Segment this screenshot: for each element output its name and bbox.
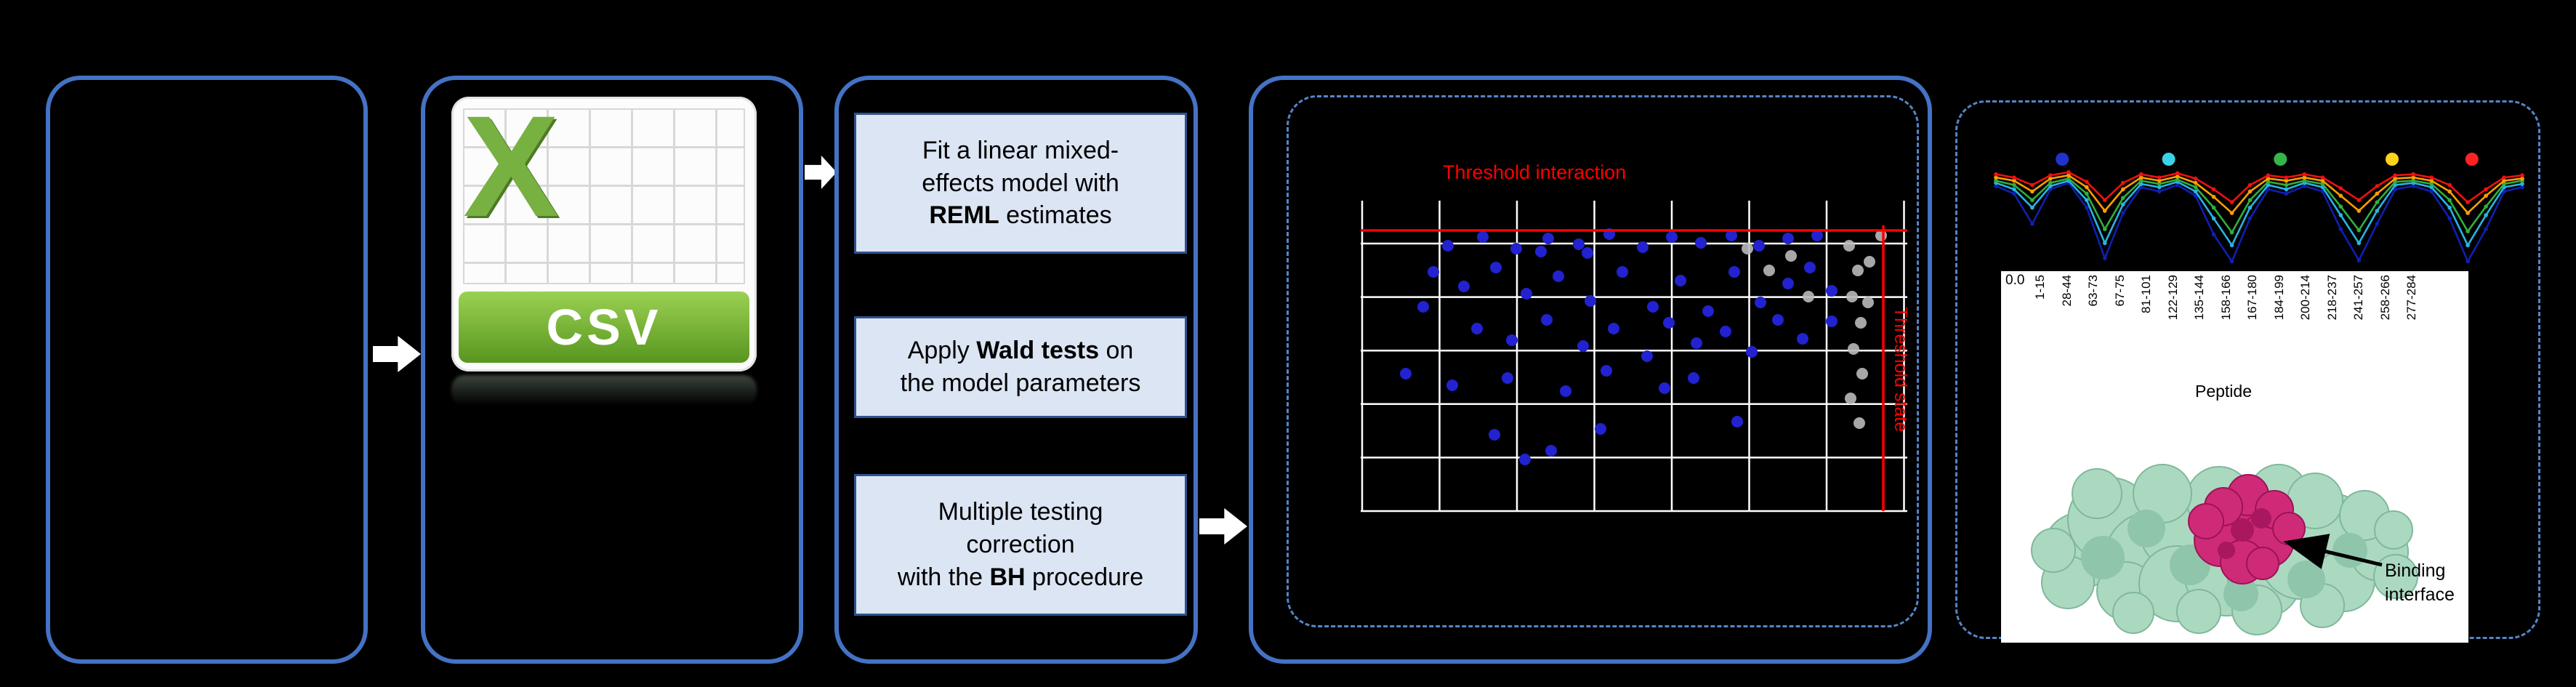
right-arrow-icon bbox=[805, 156, 837, 189]
csv-ribbon: CSV bbox=[459, 292, 749, 363]
peptide-tick-label: 184-199 bbox=[2271, 275, 2286, 321]
panel-peptide-visualization: 0.0 1-15 28-44 63-73 67-75 81-101 122-129 135-… bbox=[1955, 100, 2540, 643]
dashed-frame bbox=[1287, 95, 1919, 627]
threshold-interaction-label: Threshold interaction bbox=[1443, 161, 1627, 183]
peptide-tick-label: 167-180 bbox=[2245, 275, 2259, 321]
timepoint-dot-icon bbox=[2465, 153, 2479, 166]
deuteration-profile-chart bbox=[1994, 153, 2524, 264]
csv-file-icon: X CSV bbox=[451, 86, 757, 371]
protein-structure-image bbox=[2031, 464, 2418, 635]
binding-site-shading bbox=[2218, 508, 2271, 559]
right-arrow-icon bbox=[373, 336, 421, 372]
panel-csv-file: X CSV bbox=[421, 76, 803, 664]
binding-interface-label: Binding interface bbox=[2385, 559, 2468, 606]
timepoint-dot-icon bbox=[2162, 153, 2175, 166]
peptide-tick-label: 67-75 bbox=[2112, 275, 2127, 307]
peptide-tick-label: 1-15 bbox=[2033, 275, 2047, 300]
panel-global-visualization: Threshold interaction Threshold state bbox=[1249, 76, 1932, 664]
peptide-tick-label: 135-144 bbox=[2192, 275, 2206, 321]
timepoint-dot-icon bbox=[2386, 153, 2399, 166]
flow-text-line: the model parameters bbox=[900, 369, 1141, 397]
peptide-tick-label: 81-101 bbox=[2139, 275, 2153, 313]
flow-text-line: Apply Wald tests on bbox=[907, 337, 1134, 365]
flow-text-line: REML estimates bbox=[929, 201, 1112, 230]
timepoint-dot-icon bbox=[2056, 153, 2069, 166]
flow-step-reml: Fit a linear mixed- effects model with R… bbox=[854, 113, 1187, 254]
flow-text-line: effects model with bbox=[922, 169, 1119, 197]
flow-text-line: correction bbox=[966, 531, 1075, 559]
csv-reflection bbox=[451, 375, 757, 406]
flow-text-line: with the BH procedure bbox=[897, 563, 1144, 591]
peptide-axis-and-structure: 0.0 1-15 28-44 63-73 67-75 81-101 122-129 135-… bbox=[2001, 271, 2468, 643]
peptide-tick-label: 241-257 bbox=[2351, 275, 2365, 321]
scatter-plot: Threshold state bbox=[1361, 201, 1907, 513]
csv-label: CSV bbox=[546, 299, 662, 355]
flow-step-bh: Multiple testing correction with the BH … bbox=[854, 474, 1187, 616]
peptide-tick-label: 28-44 bbox=[2059, 275, 2074, 307]
peptide-tick-label: 158-166 bbox=[2218, 275, 2233, 321]
peptide-tick-label: 122-129 bbox=[2165, 275, 2180, 321]
y-axis-tick: 0.0 bbox=[2005, 273, 2025, 288]
flow-text-line: Multiple testing bbox=[938, 498, 1103, 526]
panel-experiment-input bbox=[46, 76, 368, 664]
spreadsheet-grid bbox=[463, 108, 745, 284]
flow-step-wald: Apply Wald tests on the model parameters bbox=[854, 316, 1187, 418]
binding-interface-arrow-icon bbox=[2283, 534, 2383, 569]
binding-note-line: interface bbox=[2385, 584, 2455, 605]
peptide-axis-labels: 1-15 28-44 63-73 67-75 81-101 122-129 135-144 1… bbox=[2001, 275, 2455, 377]
peptide-tick-label: 200-214 bbox=[2298, 275, 2312, 321]
peptide-tick-label: 277-284 bbox=[2404, 275, 2418, 321]
peptide-tick-label: 258-266 bbox=[2378, 275, 2392, 321]
peptide-tick-label: 63-73 bbox=[2086, 275, 2100, 307]
flow-text-line: Fit a linear mixed- bbox=[922, 136, 1119, 164]
timepoint-dot-icon bbox=[2274, 153, 2287, 166]
excel-x-letter: X bbox=[463, 86, 560, 246]
panel-statistics-flow: Fit a linear mixed- effects model with R… bbox=[834, 76, 1872, 664]
threshold-state-label: Threshold state bbox=[1891, 307, 1907, 432]
peptide-axis-title: Peptide bbox=[2194, 382, 2252, 401]
binding-note-line: Binding bbox=[2385, 561, 2446, 581]
right-arrow-icon bbox=[1199, 508, 1247, 545]
peptide-tick-label: 218-237 bbox=[2325, 275, 2339, 321]
